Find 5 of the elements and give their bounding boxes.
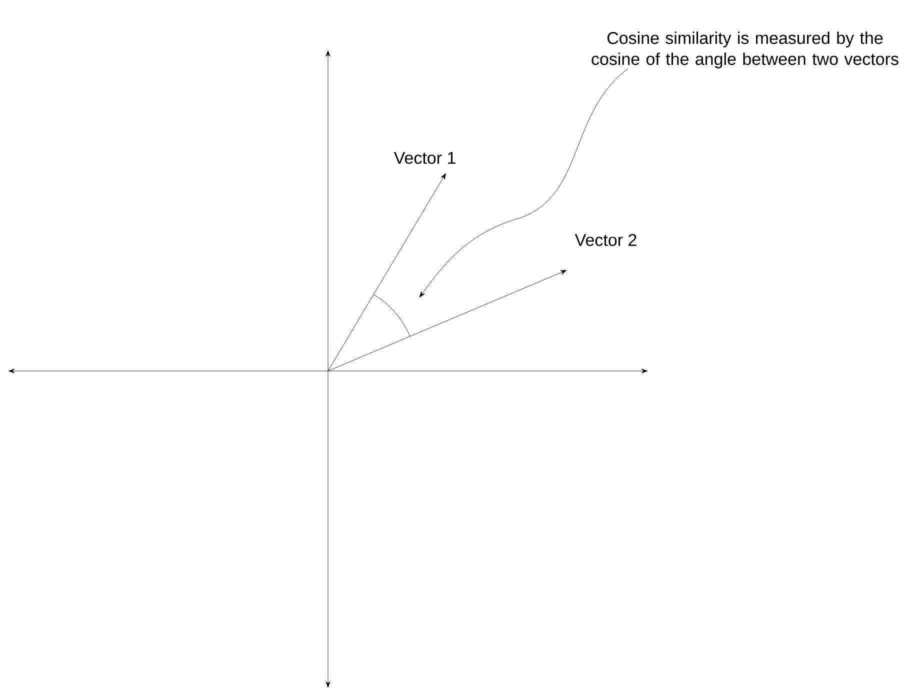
vector-label: Vector 1 <box>394 152 456 164</box>
vector-label: Vector 2 <box>574 234 636 246</box>
annotation-text: Cosine similarity is measured by the cosine of the angle between two vectors <box>592 32 898 68</box>
angle-arc <box>373 294 410 337</box>
leader-arrow <box>419 68 628 298</box>
